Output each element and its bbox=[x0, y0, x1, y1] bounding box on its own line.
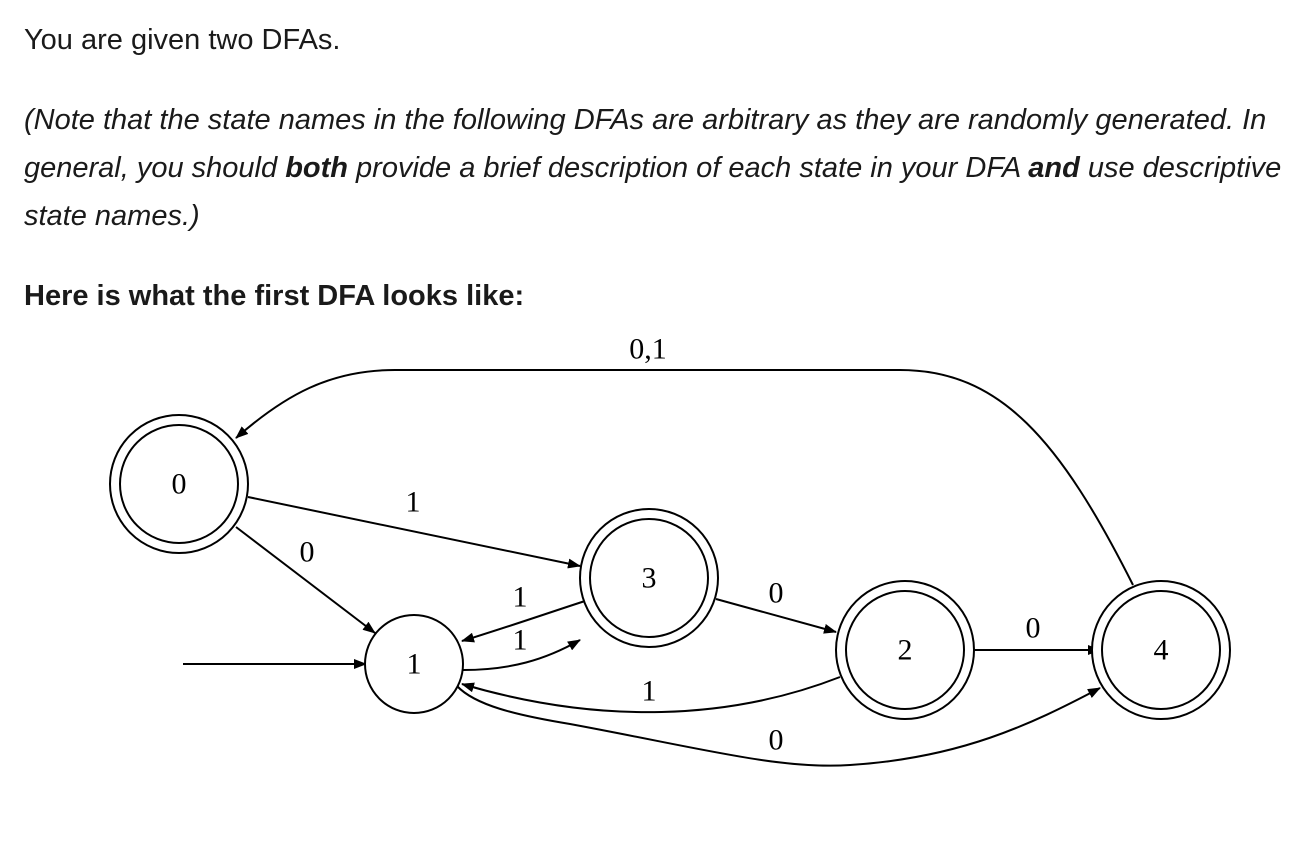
edge-2-to-1-label: 1 bbox=[642, 675, 657, 708]
state-2-inner-ring bbox=[845, 590, 965, 710]
state-2: 2 bbox=[835, 580, 975, 720]
edge-1-to-4-label: 0 bbox=[769, 724, 784, 757]
state-4-inner-ring bbox=[1101, 590, 1221, 710]
edge-3-to-1-label: 1 bbox=[513, 581, 528, 614]
state-4: 4 bbox=[1091, 580, 1231, 720]
edge-1-to-3-label: 1 bbox=[513, 624, 528, 657]
edge-3-to-1 bbox=[461, 600, 586, 643]
edge-0-to-3-label: 1 bbox=[406, 486, 421, 519]
edge-2-to-4-label: 0 bbox=[1026, 612, 1041, 645]
state-3: 3 bbox=[579, 508, 719, 648]
state-1-label: 1 bbox=[407, 648, 422, 681]
state-2-label: 2 bbox=[898, 634, 913, 667]
note-text-3: use descriptive state names.) bbox=[24, 152, 1282, 232]
note-text-2: provide a brief description of each stat… bbox=[348, 152, 1029, 184]
state-1-circle bbox=[364, 614, 464, 714]
edge-1-to-3 bbox=[462, 639, 581, 671]
edge-3-to-2-label: 0 bbox=[769, 577, 784, 610]
state-0-inner-ring bbox=[119, 424, 239, 544]
state-1: 1 bbox=[364, 614, 464, 714]
state-0: 0 bbox=[109, 414, 249, 554]
note-bold-both: both bbox=[285, 152, 348, 184]
intro-text: You are given two DFAs. bbox=[24, 24, 341, 56]
edge-1-to-4 bbox=[456, 685, 1101, 767]
note-text-1: (Note that the state names in the follow… bbox=[24, 104, 1267, 184]
state-4-label: 4 bbox=[1154, 634, 1169, 667]
edge-0-to-1-label: 0 bbox=[300, 536, 315, 569]
edge-4-to-0 bbox=[235, 369, 1134, 586]
note-paragraph: (Note that the state names in the follow… bbox=[24, 96, 1294, 240]
edge-3-to-2 bbox=[715, 598, 837, 634]
dfa-heading: Here is what the first DFA looks like: bbox=[24, 280, 525, 312]
state-0-label: 0 bbox=[172, 468, 187, 501]
edge-4-to-0-label: 0,1 bbox=[629, 333, 667, 366]
note-bold-and: and bbox=[1028, 152, 1080, 184]
edge-2-to-1 bbox=[461, 676, 841, 714]
state-3-label: 3 bbox=[642, 562, 657, 595]
edge-0-to-3 bbox=[247, 496, 581, 569]
edge-0-to-1 bbox=[235, 526, 376, 634]
state-3-inner-ring bbox=[589, 518, 709, 638]
